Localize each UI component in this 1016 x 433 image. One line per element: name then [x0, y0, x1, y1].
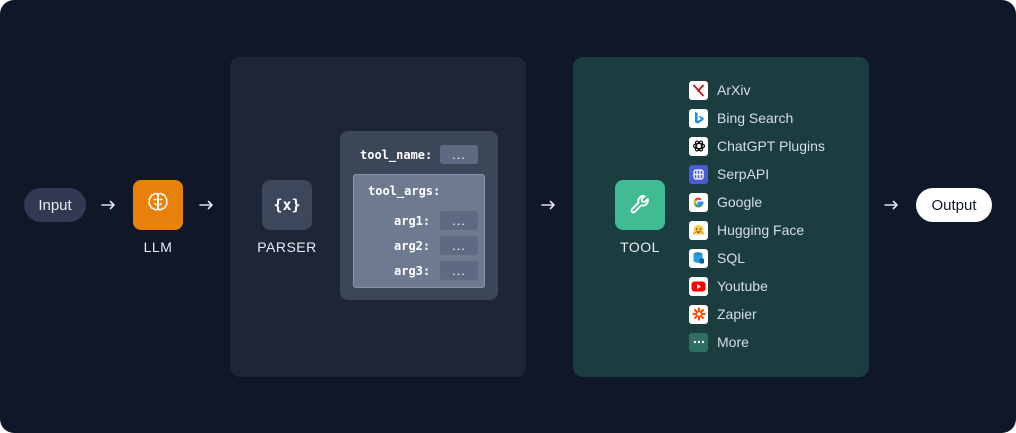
brain-icon: [144, 189, 172, 222]
arg3-key: arg3:: [394, 264, 431, 278]
arrow-input-to-llm: [101, 200, 117, 210]
youtube-icon: [689, 276, 708, 296]
tool-item-bing-search: Bing Search: [689, 108, 793, 128]
output-label: Output: [931, 196, 977, 214]
tool-item-label: ChatGPT Plugins: [717, 138, 825, 154]
zapier-icon: [689, 304, 708, 324]
tool-name-key: tool_name:: [360, 148, 433, 162]
tool-item-youtube: Youtube: [689, 276, 768, 296]
tool-item-label: SerpAPI: [717, 166, 770, 182]
tool-item-more: More: [689, 332, 749, 352]
arg2-key: arg2:: [394, 239, 431, 253]
tool-item-label: Hugging Face: [717, 222, 805, 238]
tool-args-key: tool_args:: [368, 184, 441, 198]
arrow-tool-to-output: [884, 200, 900, 210]
tool-item-label: ArXiv: [717, 82, 751, 98]
more-icon: [689, 332, 708, 352]
arg2-value: ...: [440, 236, 478, 255]
tool-item-label: Bing Search: [717, 110, 794, 126]
output-node: Output: [916, 188, 992, 222]
llm-node: [133, 180, 183, 230]
tool-item-chatgpt-plugins: ChatGPT Plugins: [689, 136, 825, 156]
bing-icon: [689, 108, 708, 128]
arg3-value: ...: [440, 261, 478, 280]
hugging-face-icon: [689, 220, 708, 240]
tool-name-value: ...: [440, 145, 478, 164]
input-node: Input: [24, 188, 86, 222]
input-label: Input: [38, 196, 72, 214]
tool-item-sql: SQL: [689, 248, 745, 268]
arrow-parser-to-tool: [541, 200, 557, 210]
google-icon: [689, 192, 708, 212]
wrench-icon: [615, 180, 665, 230]
openai-icon: [689, 136, 708, 156]
variable-icon: {x}: [262, 180, 312, 230]
tool-item-serpapi: SerpAPI: [689, 164, 769, 184]
serpapi-icon: [689, 164, 708, 184]
llm-label: LLM: [143, 239, 173, 255]
tool-item-hugging-face: Hugging Face: [689, 220, 804, 240]
sql-icon: [689, 248, 708, 268]
arg1-key: arg1:: [394, 214, 431, 228]
arrow-llm-to-parser: [199, 200, 215, 210]
tool-item-arxiv: ArXiv: [689, 80, 750, 100]
tool-item-label: SQL: [717, 250, 746, 266]
tool-label: TOOL: [620, 239, 660, 255]
tool-item-google: Google: [689, 192, 762, 212]
tool-item-zapier: Zapier: [689, 304, 757, 324]
tool-item-label: Google: [717, 194, 763, 210]
parser-label: PARSER: [257, 239, 317, 255]
tool-item-label: More: [717, 334, 749, 350]
arg1-value: ...: [440, 211, 478, 230]
tool-item-label: Zapier: [717, 306, 757, 322]
tool-item-label: Youtube: [717, 278, 768, 294]
arxiv-icon: [689, 80, 708, 100]
